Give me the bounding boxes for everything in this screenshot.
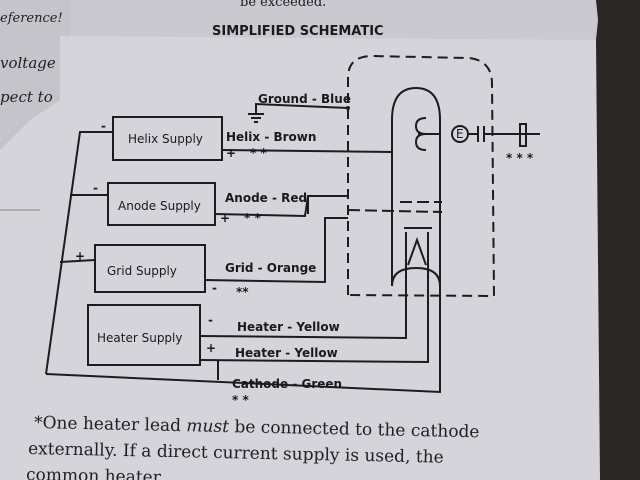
heater-supply-label: Heater Supply (97, 331, 183, 345)
anode-supply-box (107, 182, 216, 226)
back-fragment-1: voltage (0, 54, 56, 72)
anode-wire (214, 195, 348, 218)
cathode-marks: * * (232, 393, 249, 407)
capacitor-icon (468, 126, 540, 142)
cathode-heater-element (404, 227, 432, 285)
heater-pos-sign: + (206, 341, 216, 355)
grid-supply-box (94, 244, 206, 293)
anode-wire-label: Anode - Red (225, 191, 307, 205)
return-bus (45, 131, 113, 375)
shield-outline (347, 54, 496, 298)
heater-wire-1-label: Heater - Yellow (237, 320, 340, 334)
anode-supply-label: Anode Supply (118, 199, 201, 213)
helix-marks: * * (250, 146, 267, 160)
grid-supply-label: Grid Supply (107, 264, 177, 278)
heater-wire-2-label: Heater - Yellow (235, 346, 338, 360)
helix-pos-sign: + (226, 146, 236, 160)
anode-marks: * * (244, 211, 261, 225)
helix-wire-label: Helix - Brown (226, 130, 316, 144)
anode-pos-sign: + (220, 211, 230, 225)
anode-neg-sign: - (93, 181, 98, 195)
ground-wire-label: Ground - Blue (258, 92, 351, 106)
collector-marks: * * * (506, 151, 534, 165)
front-sheet (0, 36, 600, 480)
grid-pos-sign: + (75, 249, 85, 263)
heater-neg-sign: - (208, 313, 213, 327)
heater-supply-box (87, 304, 201, 366)
collector-icon (519, 123, 527, 147)
back-top-line: be exceeded. (240, 0, 326, 10)
heater-wire-1 (199, 285, 407, 340)
grid-wire (204, 217, 348, 284)
grid-marks: ** (236, 285, 249, 299)
grid-wire-label: Grid - Orange (225, 261, 316, 275)
cathode-wire-label: Cathode - Green (232, 377, 342, 391)
helix-neg-sign: - (101, 119, 106, 133)
helix-wire (221, 149, 393, 153)
back-fragment-0: eference! (0, 11, 63, 26)
grid-neg-sign: - (212, 281, 217, 295)
background-edge (596, 0, 640, 480)
anode-element (347, 201, 443, 213)
heater-wire-2 (199, 285, 429, 364)
ground-icon (248, 113, 264, 123)
footnote-line-3: common heater (26, 465, 162, 480)
page-title: SIMPLIFIED SCHEMATIC (212, 24, 384, 39)
helix-coil-icon (414, 117, 440, 151)
helix-supply-box (112, 116, 223, 161)
e-label: E (456, 127, 464, 141)
helix-supply-label: Helix Supply (128, 132, 203, 146)
back-sheet (0, 0, 600, 40)
back-fragment-2: pect to (0, 88, 53, 106)
cathode-wire (45, 270, 441, 394)
